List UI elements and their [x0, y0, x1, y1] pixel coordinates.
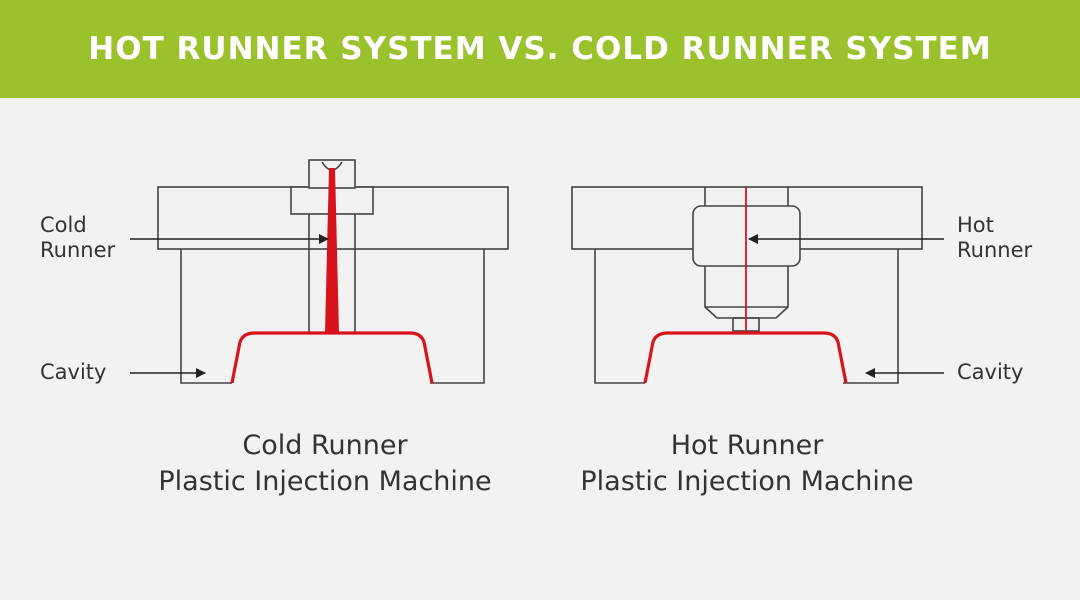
hot-caption: Hot Runner Plastic Injection Machine: [547, 428, 947, 500]
hot-runner-label-line2: Runner: [957, 238, 1033, 262]
cold-plastic: [230, 168, 434, 384]
hot-cavity-label: Cavity: [957, 360, 1023, 385]
cold-runner-label-line1: Cold: [40, 213, 87, 237]
hot-manifold-neck: [704, 187, 789, 206]
page-title: HOT RUNNER SYSTEM VS. COLD RUNNER SYSTEM: [88, 31, 992, 67]
cold-cavity-label: Cavity: [40, 360, 106, 385]
cold-runner-label: Cold Runner: [40, 213, 115, 263]
hot-runner-label-line1: Hot: [957, 213, 994, 237]
hot-mold-body: [594, 249, 899, 384]
hot-runner-label: Hot Runner: [957, 213, 1032, 263]
cold-runner-channel: [325, 168, 339, 333]
hot-plastic: [643, 187, 848, 384]
cold-sprue-walls: [308, 214, 356, 333]
hot-cavity-label-text: Cavity: [957, 360, 1024, 384]
header-banner: HOT RUNNER SYSTEM VS. COLD RUNNER SYSTEM: [0, 0, 1080, 98]
cold-caption-line2: Plastic Injection Machine: [158, 466, 492, 497]
cold-caption-line1: Cold Runner: [242, 430, 408, 461]
cold-part-cavity: [230, 331, 434, 384]
cold-mold-body: [180, 249, 485, 384]
cold-caption: Cold Runner Plastic Injection Machine: [125, 428, 525, 500]
hot-caption-line1: Hot Runner: [670, 430, 824, 461]
hot-part-cavity: [643, 331, 848, 384]
cold-runner-label-line2: Runner: [40, 238, 116, 262]
hot-runner-mold: [571, 186, 923, 384]
cold-cavity-label-text: Cavity: [40, 360, 107, 384]
hot-caption-line2: Plastic Injection Machine: [580, 466, 914, 497]
